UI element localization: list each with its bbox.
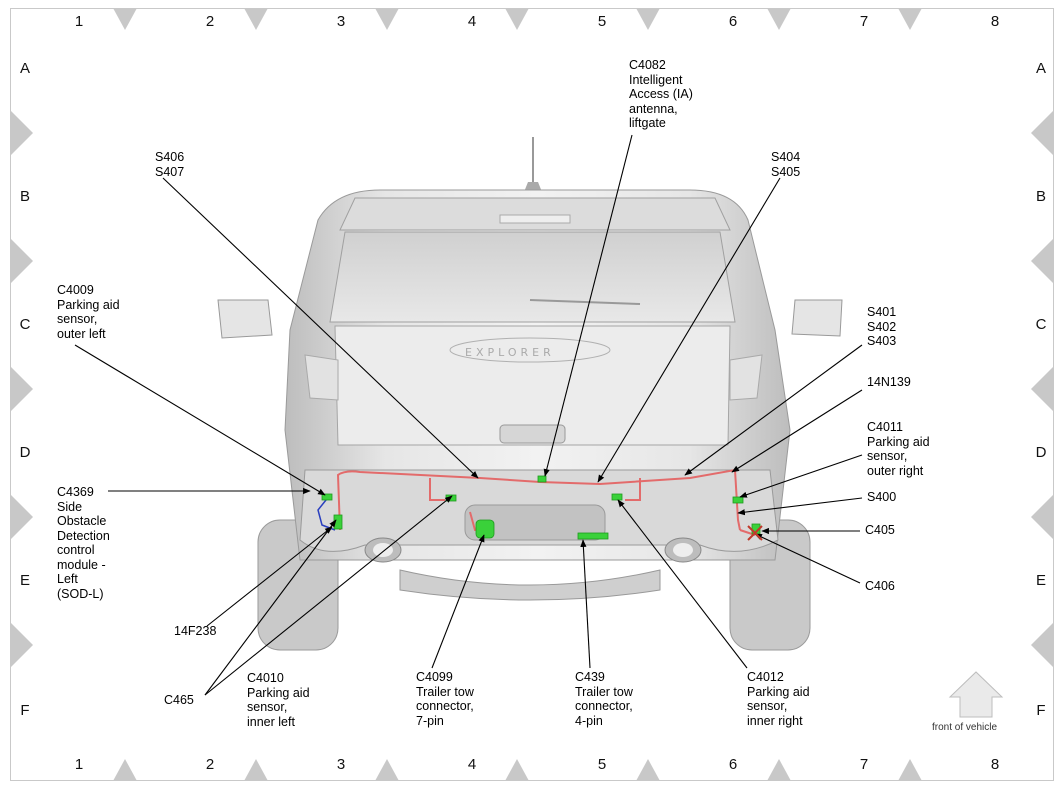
front-arrow-icon <box>948 671 1004 718</box>
leader-s400 <box>737 497 863 516</box>
connector-c4009 <box>321 493 333 501</box>
grid-col-4-bottom: 4 <box>467 756 477 773</box>
leader-c439 <box>580 539 591 669</box>
leader-s401 <box>684 344 863 476</box>
connector-c465 <box>333 514 343 530</box>
leader-lines <box>74 134 863 696</box>
grid-row-a-left: A <box>19 60 30 77</box>
grid-col-6-top: 6 <box>728 13 738 30</box>
label-14f238: 14F238 <box>174 624 217 638</box>
label-c406: C406 <box>865 579 895 593</box>
label-s404-s405: S404 S405 <box>771 150 801 179</box>
leader-c465 <box>204 495 453 696</box>
grid-row-d-right: D <box>1035 444 1047 461</box>
label-c4010: C4010 Parking aid sensor, inner left <box>247 671 310 729</box>
connector-c4099 <box>475 519 495 539</box>
grid-col-5-bottom: 5 <box>597 756 607 773</box>
grid-row-a-right: A <box>1035 60 1046 77</box>
c406-marker <box>747 525 763 541</box>
leader-c465-b <box>204 519 337 696</box>
grid-diamonds <box>10 8 1054 781</box>
grid-col-1-bottom: 1 <box>74 756 84 773</box>
leader-c4099 <box>431 534 485 669</box>
leader-s404 <box>597 177 781 483</box>
label-s406-s407: S406 S407 <box>155 150 185 179</box>
vehicle-illustration: EXPLORER <box>217 137 843 651</box>
connector-c4011 <box>732 496 744 504</box>
grid-col-2-top: 2 <box>205 13 215 30</box>
grid-row-f-right: F <box>1036 702 1046 719</box>
label-c4009: C4009 Parking aid sensor, outer left <box>57 283 120 341</box>
front-of-vehicle-label: front of vehicle <box>932 722 998 733</box>
grid-col-3-bottom: 3 <box>336 756 346 773</box>
leader-c4082 <box>543 134 633 477</box>
label-c4369: C4369 Side Obstacle Detection control mo… <box>57 485 110 601</box>
grid-col-2-bottom: 2 <box>205 756 215 773</box>
label-c4099: C4099 Trailer tow connector, 7-pin <box>416 670 474 728</box>
svg-text:EXPLORER: EXPLORER <box>465 346 555 359</box>
connector-c4012 <box>611 493 623 501</box>
leader-c406 <box>754 533 861 584</box>
grid-col-3-top: 3 <box>336 13 346 30</box>
grid-col-5-top: 5 <box>597 13 607 30</box>
grid-col-8-top: 8 <box>990 13 1000 30</box>
grid-col-7-top: 7 <box>859 13 869 30</box>
grid-row-b-left: B <box>19 188 30 205</box>
label-c4011: C4011 Parking aid sensor, outer right <box>867 420 930 478</box>
label-c465: C465 <box>164 693 194 707</box>
connectors <box>321 475 761 540</box>
leader-c4012 <box>617 499 748 669</box>
connector-c439 <box>577 532 609 540</box>
leader-c4009 <box>74 344 326 496</box>
label-c4012: C4012 Parking aid sensor, inner right <box>747 670 810 728</box>
leader-14n139 <box>731 389 863 473</box>
label-c439: C439 Trailer tow connector, 4-pin <box>575 670 633 728</box>
label-c4082: C4082 Intelligent Access (IA) antenna, l… <box>629 58 693 130</box>
leader-s406 <box>162 177 479 479</box>
grid-row-c-right: C <box>1035 316 1047 333</box>
grid-row-f-left: F <box>20 702 30 719</box>
grid-col-7-bottom: 7 <box>859 756 869 773</box>
leader-14f238 <box>206 526 333 627</box>
grid-row-b-right: B <box>1035 188 1046 205</box>
grid-row-e-right: E <box>1035 572 1046 589</box>
grid-row-c-left: C <box>19 316 31 333</box>
grid-col-6-bottom: 6 <box>728 756 738 773</box>
label-c405: C405 <box>865 523 895 537</box>
label-14n139: 14N139 <box>867 375 911 389</box>
grid-row-d-left: D <box>19 444 31 461</box>
grid-col-4-top: 4 <box>467 13 477 30</box>
grid-row-e-left: E <box>19 572 30 589</box>
label-s401-s403: S401 S402 S403 <box>867 305 897 348</box>
label-s400: S400 <box>867 490 897 504</box>
connector-c4082 <box>537 475 547 483</box>
grid-col-1-top: 1 <box>74 13 84 30</box>
leader-c4011 <box>739 454 863 498</box>
grid-col-8-bottom: 8 <box>990 756 1000 773</box>
